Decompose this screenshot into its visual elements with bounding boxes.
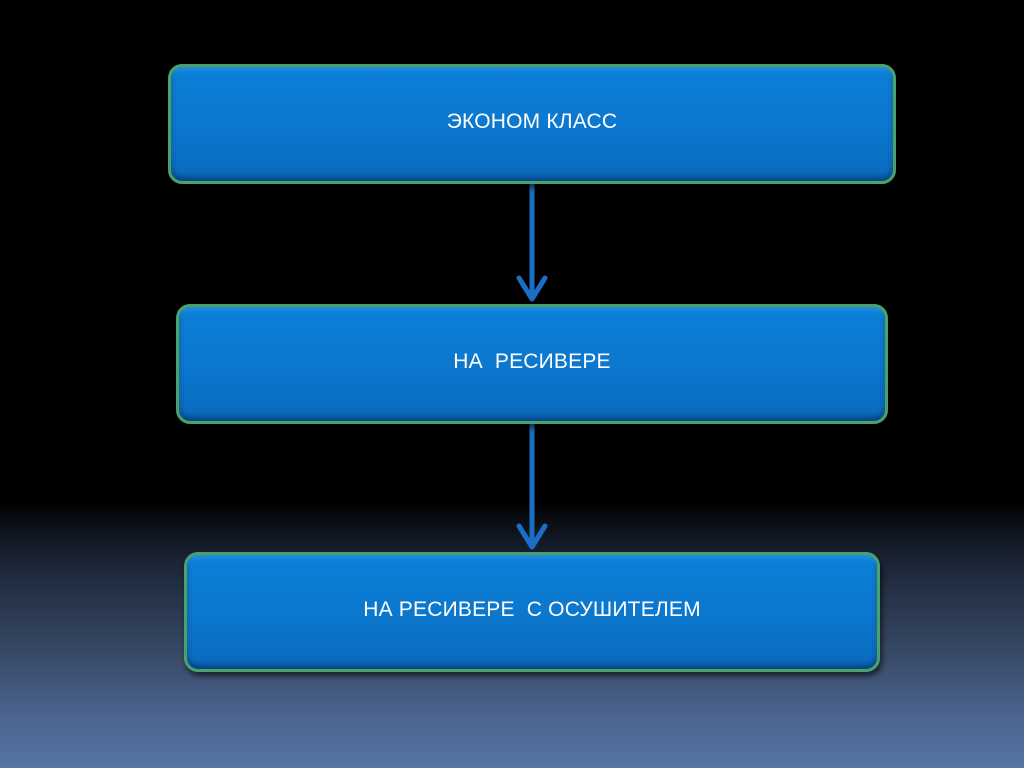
arrow-1 bbox=[516, 184, 548, 302]
node-on-receiver-with-dryer: НА РЕСИВЕРЕ С ОСУШИТЕЛЕМ bbox=[184, 552, 880, 672]
arrow-2-head bbox=[516, 523, 548, 550]
arrow-1-head bbox=[516, 275, 548, 302]
arrow-2 bbox=[516, 424, 548, 550]
node-economy-class-label: ЭКОНОМ КЛАСС bbox=[446, 110, 618, 133]
node-on-receiver-with-dryer-label: НА РЕСИВЕРЕ С ОСУШИТЕЛЕМ bbox=[363, 598, 701, 621]
node-on-receiver-label: НА РЕСИВЕРЕ bbox=[453, 350, 611, 373]
node-economy-class: ЭКОНОМ КЛАСС bbox=[168, 64, 896, 184]
node-on-receiver: НА РЕСИВЕРЕ bbox=[176, 304, 888, 424]
